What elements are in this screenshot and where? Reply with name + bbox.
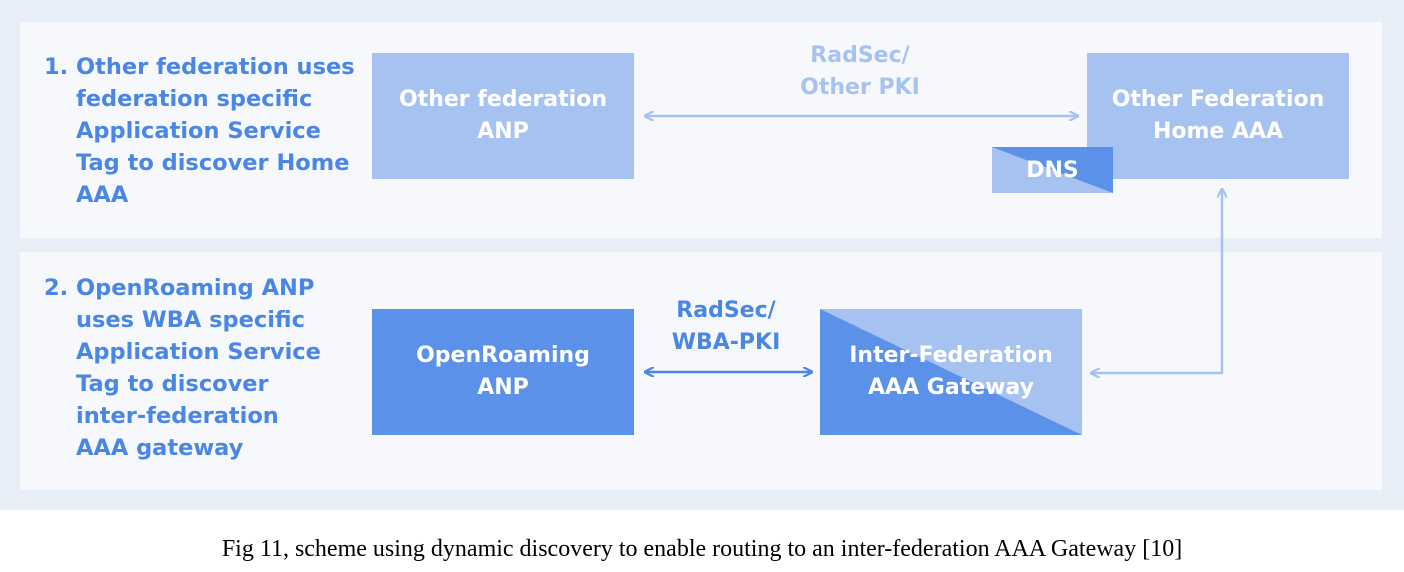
other-federation-home-aaa-box: Other Federation Home AAA bbox=[1087, 53, 1349, 179]
step-1-text: Other federation uses federation specifi… bbox=[76, 54, 355, 208]
radsec-wba-pki-label: RadSec/ WBA-PKI bbox=[671, 298, 781, 355]
connector-arrows bbox=[0, 0, 1404, 510]
inter-federation-gateway-box: Inter-Federation AAA Gateway bbox=[820, 309, 1082, 435]
openroaming-anp-box: OpenRoaming ANP bbox=[372, 309, 634, 435]
diagram-figure: 1. Other federation uses federation spec… bbox=[0, 0, 1404, 510]
dns-tag: DNS bbox=[992, 147, 1113, 193]
arrow-gateway-to-home-aaa bbox=[1091, 189, 1222, 373]
step-2-text: OpenRoaming ANP uses WBA specific Applic… bbox=[76, 275, 321, 461]
other-federation-anp-box: Other federation ANP bbox=[372, 53, 634, 179]
figure-caption: Fig 11, scheme using dynamic discovery t… bbox=[221, 536, 1183, 562]
radsec-other-pki-label: RadSec/ Other PKI bbox=[800, 43, 920, 100]
step-1-number: 1. bbox=[44, 54, 69, 80]
step-2-number: 2. bbox=[44, 275, 69, 301]
